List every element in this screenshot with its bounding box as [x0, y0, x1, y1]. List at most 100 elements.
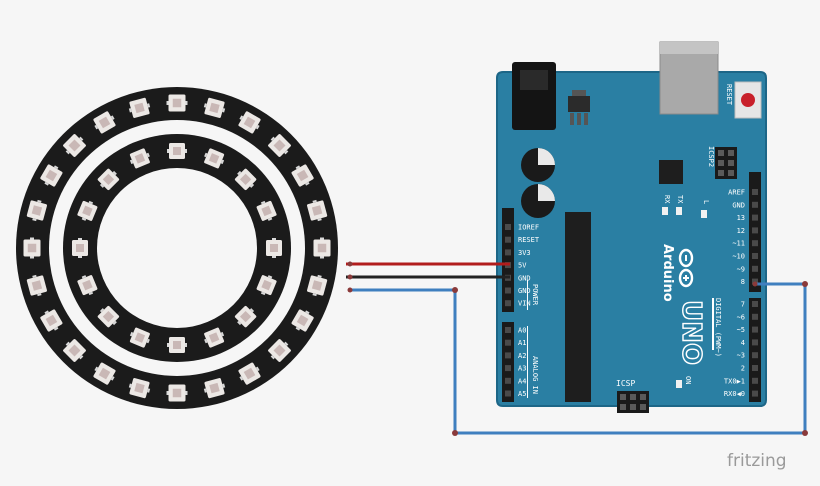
header-pin[interactable] [752, 326, 758, 333]
header-pin[interactable] [752, 301, 758, 307]
inner-ring-leds [72, 143, 282, 353]
power-group-bracket [527, 280, 528, 310]
icsp-pin [620, 404, 626, 410]
capacitor-stripe [538, 184, 555, 201]
wire-bend-point [452, 287, 458, 293]
neopixel-led [23, 237, 41, 259]
icsp-label: ICSP [616, 379, 635, 388]
header-pin[interactable] [505, 249, 511, 256]
header-pin[interactable] [505, 352, 511, 359]
header-pin[interactable] [752, 365, 758, 371]
neopixel-led [238, 111, 261, 134]
header-pin[interactable] [752, 390, 758, 397]
header-pin[interactable] [752, 214, 758, 221]
header-pin[interactable] [505, 390, 511, 397]
header-pin[interactable] [752, 352, 758, 359]
neopixel-ring-assembly [16, 87, 338, 409]
neopixel-led [129, 327, 150, 348]
header-pin[interactable] [505, 236, 511, 243]
analog-group-label: ANALOG IN [531, 356, 539, 394]
icsp-pin [640, 394, 646, 400]
neopixel-led [203, 378, 226, 399]
pin-label: 12 [737, 227, 745, 235]
header-pin[interactable] [505, 300, 511, 307]
header-pin[interactable] [505, 377, 511, 384]
tx-label: TX [676, 195, 684, 204]
icsp-pin [630, 404, 636, 410]
regulator-leg [577, 113, 581, 125]
wire-endpoint [347, 261, 353, 267]
header-pin[interactable] [752, 265, 758, 272]
reset-button[interactable] [741, 93, 755, 107]
header-pin[interactable] [752, 253, 758, 259]
pin-label: 7 [741, 301, 745, 309]
neopixel-led [40, 164, 63, 187]
neopixel-led [77, 200, 98, 221]
header-pin[interactable] [752, 201, 758, 208]
capacitor-stripe [538, 148, 555, 165]
icsp2-label: ICSP2 [707, 146, 715, 167]
pin-label: ~9 [737, 265, 745, 273]
neopixel-led [97, 168, 120, 191]
header-pin[interactable] [752, 313, 758, 320]
neopixel-led [291, 309, 314, 332]
pin-label: VIN [518, 300, 531, 308]
pin-label: A5 [518, 390, 526, 398]
neopixel-led [167, 143, 187, 159]
usb-interface-chip [659, 160, 683, 184]
pin-label: A0 [518, 327, 526, 335]
header-pin[interactable] [505, 224, 511, 230]
pin-label: ~3 [737, 352, 745, 360]
neopixel-led [63, 134, 86, 157]
icsp-pin [728, 170, 734, 176]
wire-bend-point [452, 430, 458, 436]
header-pin[interactable] [752, 189, 758, 195]
neopixel-led [291, 164, 314, 187]
power-header-strip [502, 208, 514, 312]
digital-group-label: DIGITAL (PWM~) [714, 298, 722, 357]
tx-led [676, 207, 682, 215]
header-pin[interactable] [505, 339, 511, 346]
fritzing-watermark: fritzing [727, 451, 787, 471]
header-pin[interactable] [752, 339, 758, 346]
usb-connector-face [660, 42, 718, 54]
neopixel-led [77, 275, 98, 296]
neopixel-led [307, 199, 328, 222]
wire-data-blue[interactable] [350, 282, 807, 435]
wire-endpoint [347, 287, 353, 293]
header-pin[interactable] [505, 327, 511, 333]
arduino-uno-board: RESET ICSP2 TX RX L Arduino UNO ON I [496, 41, 767, 413]
neopixel-led [167, 337, 187, 353]
icsp-pin [728, 150, 734, 156]
neopixel-led [266, 238, 282, 258]
icsp-pin [718, 170, 724, 176]
neopixel-led [129, 148, 150, 169]
icsp-pin [630, 394, 636, 400]
header-pin[interactable] [505, 365, 511, 372]
pin-label: TX0▶1 [724, 377, 745, 385]
icsp-pin [640, 404, 646, 410]
neopixel-led [203, 97, 226, 118]
header-pin[interactable] [752, 227, 758, 234]
rx-led [662, 207, 668, 215]
header-pin[interactable] [752, 240, 758, 247]
dc-power-jack-opening [520, 70, 548, 90]
pin-label: GND [518, 274, 531, 282]
pin-label: A3 [518, 365, 526, 373]
neopixel-led [234, 168, 257, 191]
analog-group-bracket [527, 326, 528, 398]
header-pin[interactable] [752, 377, 758, 384]
pin-label: A4 [518, 377, 526, 385]
pin-label: AREF [728, 189, 745, 197]
neopixel-led [234, 305, 257, 328]
icsp-pin [728, 160, 734, 166]
power-group-label: POWER [531, 284, 539, 306]
l-led [701, 210, 707, 218]
neopixel-led [93, 111, 116, 134]
header-pin[interactable] [505, 287, 511, 294]
neopixel-led [307, 274, 328, 297]
neopixel-led [63, 339, 86, 362]
icsp-pin [718, 160, 724, 166]
